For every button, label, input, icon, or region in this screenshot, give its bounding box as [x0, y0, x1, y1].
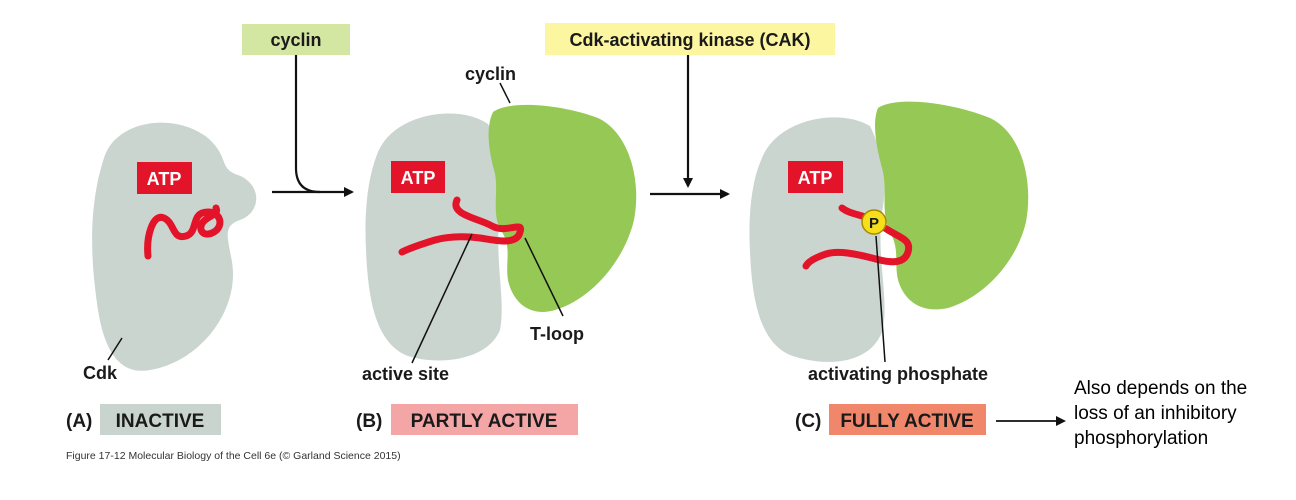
figure-caption: Figure 17-12 Molecular Biology of the Ce… [66, 450, 401, 462]
atp-label-c: ATP [798, 168, 833, 188]
note-line-2: loss of an inhibitory [1074, 403, 1237, 424]
cak-label: Cdk-activating kinase (CAK) [569, 30, 810, 50]
panel-c-letter: (C) [795, 411, 821, 432]
panel-a-state: INACTIVE [116, 411, 205, 432]
cdk-pointer [107, 337, 123, 361]
cdk-fully-shape [749, 117, 885, 362]
atp-label-a: ATP [147, 169, 182, 189]
t-loop-pointer [524, 237, 564, 317]
cyclin-b-label: cyclin [465, 64, 516, 84]
atp-label-b: ATP [401, 168, 436, 188]
activating-phosphate-pointer [875, 235, 886, 363]
phosphate-icon [861, 209, 887, 235]
panel-b-state-box [391, 404, 578, 435]
cdk-label: Cdk [83, 363, 118, 383]
panel-a-letter: (A) [66, 411, 92, 432]
cyclin-binding-arrow [294, 55, 321, 194]
cyclin-shape-b [488, 104, 637, 312]
note-line-1: Also depends on the [1074, 378, 1248, 399]
cyclin-top-box [242, 24, 350, 55]
panel-b-state: PARTLY ACTIVE [411, 411, 558, 432]
phosphate-symbol: P [869, 215, 879, 232]
atp-box-a [137, 162, 192, 194]
panel-c-state: FULLY ACTIVE [840, 411, 973, 432]
note-line-3: phosphorylation [1074, 428, 1209, 449]
cak-box [545, 23, 835, 55]
cyclin-b-pointer [499, 82, 511, 104]
cyclin-shape-c [875, 101, 1029, 310]
panel-a-state-box [100, 404, 221, 435]
panel-c-state-box [829, 404, 986, 435]
panel-b-letter: (B) [356, 411, 382, 432]
atp-box-b [391, 161, 445, 193]
t-loop-label: T-loop [530, 324, 584, 344]
atp-box-c [788, 161, 843, 193]
activating-phosphate-label: activating phosphate [808, 364, 988, 384]
inhibitory-note: Also depends on the loss of an inhibitor… [1074, 376, 1289, 451]
active-site-pointer [411, 233, 473, 364]
cyclin-top-label: cyclin [270, 30, 321, 50]
cdk-inactive-shape [92, 122, 257, 371]
active-site-label: active site [362, 364, 449, 384]
t-loop-inactive [144, 204, 224, 260]
t-loop-partly [398, 196, 525, 256]
